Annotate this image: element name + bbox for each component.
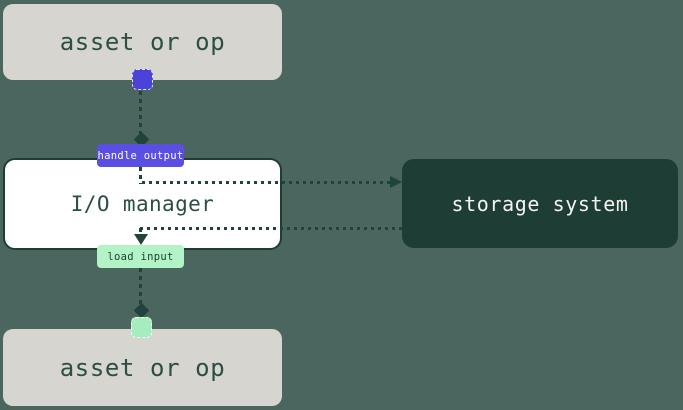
node-storage-system-label: storage system — [451, 191, 629, 216]
edge-asset-to-handle-output — [139, 91, 142, 135]
node-asset-or-op-bottom-label: asset or op — [59, 353, 226, 382]
edge-io-to-storage — [142, 181, 390, 184]
edge-handle-output-stub — [139, 167, 142, 184]
load-input-label-text: load input — [107, 250, 174, 263]
edge-label-load-input: load input — [97, 245, 184, 268]
input-port-square — [131, 317, 152, 338]
arrowhead-into-load-input — [134, 234, 148, 245]
edge-storage-to-io — [140, 227, 402, 230]
node-io-manager-label: I/O manager — [70, 192, 215, 216]
node-storage-system: storage system — [402, 159, 678, 248]
edge-load-input-to-asset — [139, 268, 142, 306]
diamond-endpoint-bottom — [133, 302, 150, 319]
output-port-square — [132, 69, 153, 90]
node-asset-or-op-top-label: asset or op — [59, 28, 226, 56]
node-asset-or-op-top: asset or op — [3, 4, 282, 80]
edge-load-input-stub — [139, 228, 142, 236]
handle-output-label-text: handle output — [97, 149, 184, 162]
node-asset-or-op-bottom: asset or op — [3, 329, 282, 406]
edge-label-handle-output: handle output — [97, 144, 184, 167]
arrowhead-into-storage — [390, 176, 402, 188]
